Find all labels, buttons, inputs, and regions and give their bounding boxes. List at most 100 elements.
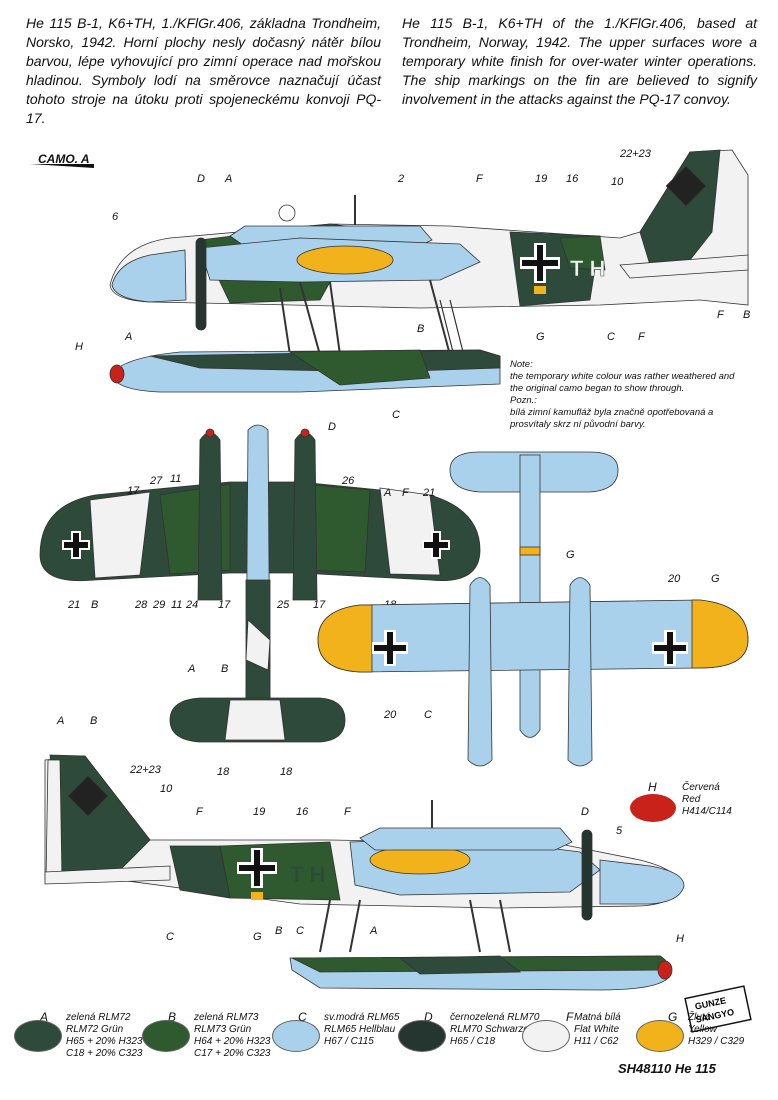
swatch-letter: F	[566, 1010, 574, 1024]
swatch-line: H65 / C18	[450, 1036, 496, 1047]
callout-label: 17	[218, 599, 231, 611]
float-lower-right	[567, 577, 593, 767]
weathering-note: Note: the temporary white colour was rat…	[510, 359, 740, 431]
bottom-view	[317, 451, 749, 767]
fin-swastika-box	[67, 775, 109, 817]
callout-label: A	[187, 663, 195, 675]
callout-label: 5	[616, 825, 623, 837]
swatch-line: RLM65 Hellblau	[324, 1024, 396, 1035]
callout-label: C	[607, 331, 615, 343]
df-loop	[278, 204, 296, 222]
propeller-blade-bottom	[581, 829, 593, 921]
swatch-letter: D	[424, 1010, 433, 1024]
swatch-text: zelená RLM72 RLM72 Grün H65 + 20% H323 C…	[66, 1012, 142, 1060]
tailplane	[619, 254, 749, 279]
callout-label: A	[383, 487, 391, 499]
callout-label: 29	[152, 599, 165, 611]
swatch-line: RLM72 Grün	[66, 1024, 124, 1035]
swatch-line: Červená	[682, 782, 720, 793]
swatch-line: C18 + 20% C323	[66, 1048, 143, 1059]
callout-label: C	[296, 925, 304, 937]
balkenkreuz-underwing-right	[652, 630, 688, 666]
callout-label: G	[711, 573, 720, 585]
callout-label: B	[275, 925, 282, 937]
callout-label: C	[424, 709, 432, 721]
yellow-nacelle-band	[296, 245, 394, 275]
callout-label: A	[224, 173, 232, 185]
swatch-letter: B	[168, 1010, 177, 1024]
callout-label: 19	[253, 806, 265, 818]
note-text-en: the temporary white colour was rather we…	[510, 371, 735, 394]
camo-patch-white	[89, 491, 151, 579]
yellow-band	[519, 546, 541, 556]
callout-label: F	[476, 173, 484, 185]
camo-patch	[288, 349, 431, 386]
swatch-chip	[272, 1020, 320, 1052]
callout-label: A	[369, 925, 377, 937]
swatch-line: H329 / C329	[688, 1036, 745, 1047]
swatch-line: Matná bílá	[574, 1012, 621, 1023]
gunze-sangyo-logo: GUNZE SANGYO	[684, 985, 752, 1033]
fuselage-codes-bottom: T H	[290, 862, 325, 887]
swatch-line: Žlutá	[688, 1012, 711, 1023]
swatch-line: H64 + 20% H323	[194, 1036, 271, 1047]
wing-lower	[317, 599, 749, 673]
fuselage-lower	[519, 454, 541, 738]
callout-label: 20	[383, 709, 397, 721]
swatch-text: černozelená RLM70 RLM70 Schwarzgrün H65 …	[450, 1012, 543, 1048]
callout-label: F	[717, 309, 725, 321]
swatch-text: Červená Red H414/C114	[682, 782, 732, 818]
swatch-line: C17 + 20% C323	[194, 1048, 271, 1059]
callout-label: B	[90, 715, 97, 727]
swatch-line: H67 / C115	[324, 1036, 374, 1047]
callout-label: 16	[296, 806, 309, 818]
callout-label: H	[75, 341, 83, 353]
balkenkreuz-wing-left	[62, 531, 90, 559]
callouts-side-top: D A 2 F 19 16 22+23 10 6 A B H C G C F F…	[75, 148, 750, 421]
intro-text-english: He 115 B-1, K6+TH of the 1./KFlGr.406, b…	[402, 15, 757, 107]
callout-label: 6	[112, 211, 119, 223]
fuselage-codes-top: T H	[570, 256, 605, 281]
balkenkreuz-wing-right	[422, 531, 450, 559]
camo-patch-white	[224, 699, 286, 741]
callout-label: 17	[313, 599, 326, 611]
callout-label: 2	[397, 173, 404, 185]
swatch-line: zelená RLM73	[194, 1012, 259, 1023]
swatch-text: zelená RLM73 RLM73 Grün H64 + 20% H323 C…	[194, 1012, 270, 1060]
callout-label: B	[221, 663, 228, 675]
swatch-line: RLM73 Grün	[194, 1024, 252, 1035]
yellow-wingtip-right	[691, 599, 749, 669]
red-nacelle-tip	[300, 428, 310, 438]
swatch-line: Red	[682, 794, 701, 805]
swatch-chip	[142, 1020, 190, 1052]
balkenkreuz-fuselage	[520, 243, 560, 283]
camo-underline	[30, 164, 94, 168]
side-view-bottom	[44, 754, 685, 991]
callout-label: 10	[160, 783, 173, 795]
swatch-chip	[636, 1020, 684, 1052]
callout-label: A	[56, 715, 64, 727]
callout-label: C	[166, 931, 174, 943]
callout-label: 25	[276, 599, 290, 611]
callout-label: 11	[170, 473, 181, 485]
callout-label: 10	[611, 176, 624, 188]
swatch-letter: A	[40, 1010, 49, 1024]
float-lower-left	[467, 577, 493, 767]
engine-nacelle-right	[292, 432, 318, 601]
nose-glazing	[111, 249, 187, 303]
camo-patch	[398, 955, 522, 975]
callout-label: 22+23	[129, 764, 162, 776]
callout-label: B	[417, 323, 424, 335]
swatch-line: H414/C114	[682, 806, 732, 817]
swatch-line: H11 / C62	[574, 1036, 619, 1047]
note-text-cz: bílá zimní kamufláž byla značně opotřebo…	[510, 407, 714, 430]
swatch-text: Žlutá Yellow H329 / C329	[688, 1012, 744, 1048]
callout-label: F	[344, 806, 352, 818]
note-label-cz: Pozn.:	[510, 395, 537, 406]
swatch-letter: H	[648, 780, 657, 794]
callout-label: C	[392, 409, 400, 421]
propeller-blade	[195, 237, 207, 331]
camo-patch	[559, 235, 606, 271]
cockpit-canopy-bottom	[359, 827, 573, 851]
